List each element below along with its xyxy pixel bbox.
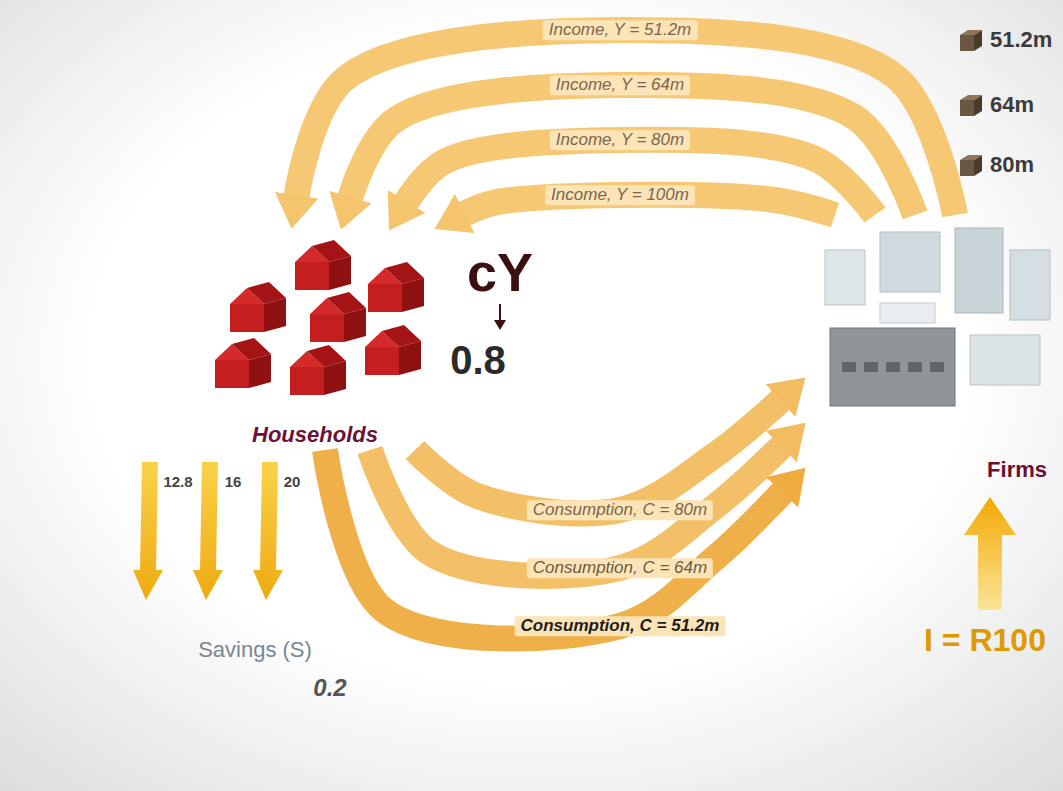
savings-arrow [133, 462, 163, 600]
multiplier-arrow [494, 304, 506, 330]
mpc-value: 0.8 [450, 337, 506, 383]
firms-group: Firms [805, 215, 1055, 485]
money-cube [960, 30, 982, 51]
savings-arrow [193, 462, 223, 600]
building [880, 232, 940, 292]
building [830, 328, 955, 406]
savings-arrows [133, 462, 283, 600]
house-icon [290, 345, 346, 395]
flow-label: Income, Y = 80m [550, 130, 690, 150]
mps-value: 0.2 [313, 674, 346, 702]
building [970, 335, 1040, 385]
money-tag: 64m [990, 92, 1034, 117]
building [955, 228, 1003, 313]
investment-label: I = R100 [924, 622, 1046, 659]
house-icon [368, 262, 424, 312]
building [825, 250, 865, 305]
house-icon [365, 325, 421, 375]
money-cube [960, 155, 982, 176]
firms-picture [825, 228, 1050, 406]
window [930, 362, 944, 372]
households-group: Households [200, 225, 430, 450]
flow-label: Consumption, C = 51.2m [515, 616, 726, 636]
arrow-head [494, 320, 506, 330]
flow-label: Income, Y = 100m [545, 185, 695, 205]
money-tags-picture [960, 30, 982, 176]
window [908, 362, 922, 372]
window [842, 362, 856, 372]
flow-label: Consumption, C = 80m [527, 500, 713, 520]
savings-arrow [253, 462, 283, 600]
income-flow-arrow [406, 140, 875, 215]
savings-value: 12.8 [163, 473, 192, 490]
house-icon [295, 240, 351, 290]
flow-label: Income, Y = 64m [550, 75, 690, 95]
flow-label: Consumption, C = 64m [527, 558, 713, 578]
houses-picture [215, 240, 424, 395]
house-icon [230, 282, 286, 332]
window [864, 362, 878, 372]
formula-label: cY [467, 241, 533, 303]
money-tag: 80m [990, 152, 1034, 177]
flow-label: Income, Y = 51.2m [543, 20, 698, 40]
node-title: Firms [987, 457, 1047, 482]
money-cube [960, 95, 982, 116]
consumption-flow-arrow [325, 450, 784, 639]
income-flow-arrow [350, 85, 915, 215]
savings-title: Savings (S) [198, 637, 312, 662]
investment-arrow [964, 497, 1016, 610]
house-icon [310, 292, 366, 342]
savings-value: 16 [225, 473, 242, 490]
savings-value: 20 [284, 473, 301, 490]
house-icon [215, 338, 271, 388]
income-flow-arrow [296, 30, 955, 215]
window [886, 362, 900, 372]
building [1010, 250, 1050, 320]
building [880, 303, 935, 323]
node-title: Households [252, 422, 378, 447]
arrow-shaft [499, 304, 501, 322]
money-tag: 51.2m [990, 27, 1052, 52]
